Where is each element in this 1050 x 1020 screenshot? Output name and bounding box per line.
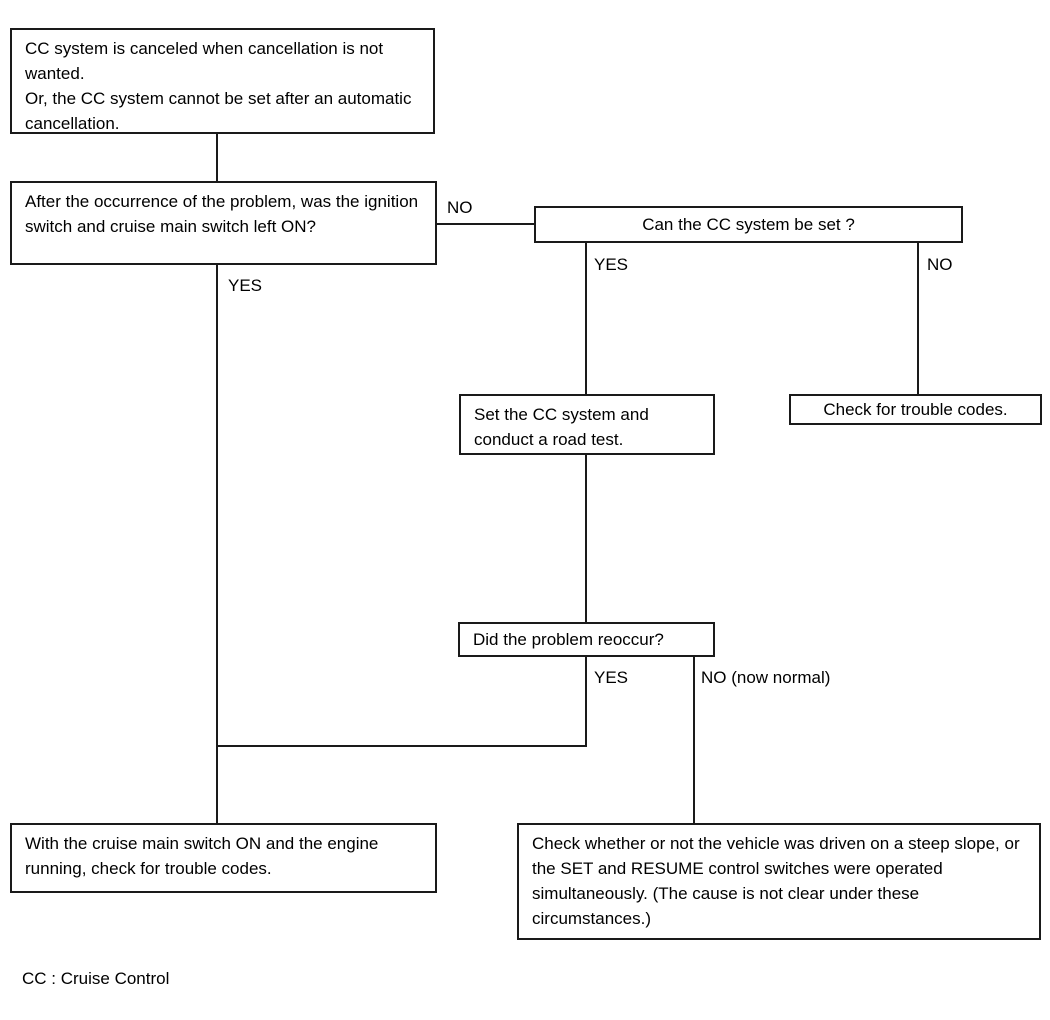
- node-reoccur-question-box[interactable]: Did the problem reoccur?: [458, 622, 715, 657]
- edge-label-ignition-yes: YES: [228, 276, 263, 295]
- edge-label-reoccur-yes: YES: [594, 668, 629, 687]
- node-symptom-text: CC system is canceled when cancellation …: [25, 39, 412, 133]
- node-can-set-question-text: Can the CC system be set ?: [642, 215, 855, 234]
- connector-ignition-yes-to-check-codes: [216, 265, 218, 824]
- node-set-road-test-text: Set the CC system and conduct a road tes…: [474, 405, 649, 449]
- edge-label-can-set-yes: YES: [594, 255, 629, 274]
- node-cruise-on-check-codes-box[interactable]: With the cruise main switch ON and the e…: [10, 823, 437, 893]
- legend-abbreviation: CC : Cruise Control: [22, 969, 170, 988]
- connector-symptom-to-ignition-question: [216, 133, 218, 182]
- node-ignition-question-box[interactable]: After the occurrence of the problem, was…: [10, 181, 437, 265]
- connector-reoccur-yes-to-trunk: [216, 745, 587, 747]
- connector-ignition-no-to-can-set: [437, 223, 535, 225]
- edge-label-can-set-no: NO: [927, 255, 953, 274]
- node-check-steep-slope-text: Check whether or not the vehicle was dri…: [532, 834, 1020, 928]
- edge-label-reoccur-no: NO (now normal): [701, 668, 831, 687]
- node-set-road-test-box[interactable]: Set the CC system and conduct a road tes…: [459, 394, 715, 455]
- connector-can-set-yes-to-road-test: [585, 243, 587, 396]
- node-check-trouble-codes-box[interactable]: Check for trouble codes.: [789, 394, 1042, 425]
- node-check-trouble-codes-text: Check for trouble codes.: [823, 400, 1008, 419]
- node-cruise-on-check-codes-text: With the cruise main switch ON and the e…: [25, 834, 379, 878]
- node-reoccur-question-text: Did the problem reoccur?: [473, 630, 664, 649]
- connector-road-test-to-reoccur: [585, 455, 587, 624]
- node-ignition-question-text: After the occurrence of the problem, was…: [25, 192, 419, 236]
- node-symptom-box[interactable]: CC system is canceled when cancellation …: [10, 28, 435, 134]
- node-check-steep-slope-box[interactable]: Check whether or not the vehicle was dri…: [517, 823, 1041, 940]
- connector-reoccur-no-to-steep-slope: [693, 657, 695, 824]
- edge-label-ignition-no: NO: [447, 198, 473, 217]
- connector-can-set-no-to-check-codes: [917, 243, 919, 396]
- node-can-set-question-box[interactable]: Can the CC system be set ?: [534, 206, 963, 243]
- connector-reoccur-yes-down: [585, 657, 587, 747]
